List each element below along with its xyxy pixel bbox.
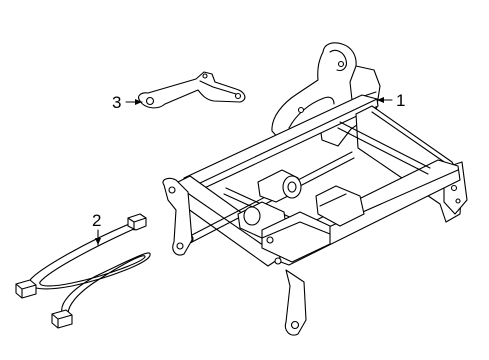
callout-2: 2 [92,211,101,246]
callout-2-label: 2 [92,211,101,230]
seat-frame-part-1 [162,42,468,336]
callout-1: 1 [376,91,405,110]
callout-1-label: 1 [396,91,405,110]
wiring-harness-part-2 [15,213,151,329]
callout-3-label: 3 [112,93,121,112]
callout-3: 3 [112,93,143,112]
bracket-part-3 [138,71,246,109]
